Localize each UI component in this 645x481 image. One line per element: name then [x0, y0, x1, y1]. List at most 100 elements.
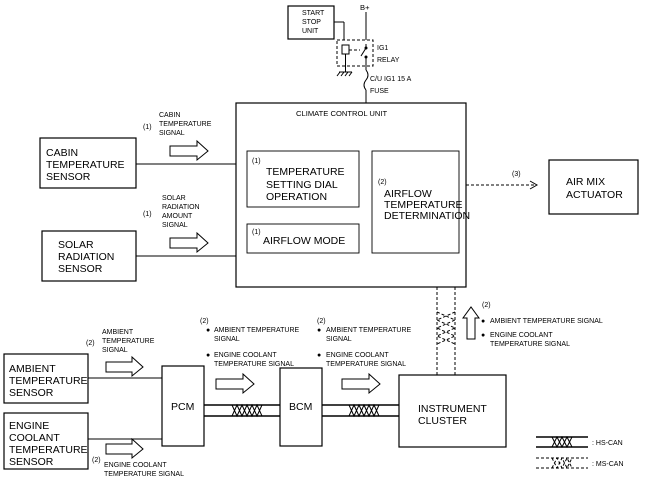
airflow-mode-num: (1): [252, 229, 261, 236]
airflow-mode-label: AIRFLOW MODE: [263, 235, 345, 247]
arrow-head-icon: [529, 180, 539, 190]
ambient-signal-label-2: TEMPERATURE: [102, 338, 155, 345]
pcm-bcm-signal-3: ENGINE COOLANT: [214, 352, 277, 359]
airflow-temp-determination-box: [371, 150, 460, 254]
coolant-sensor-label-1: ENGINE: [9, 420, 49, 432]
cluster-ccu-bullet-1: ●: [481, 318, 485, 325]
pcm-bcm-signal-2: SIGNAL: [214, 336, 240, 343]
cabin-signal-label-2: TEMPERATURE: [159, 121, 212, 128]
temp-setting-dial-num: (1): [252, 158, 261, 165]
cluster-ccu-signal-2: ENGINE COOLANT: [490, 332, 553, 339]
airflow-temp-label-3: DETERMINATION: [384, 210, 470, 222]
solar-sensor-label-2: RADIATION: [58, 251, 114, 263]
fuse-label-2: FUSE: [370, 88, 389, 95]
solar-signal-arrow-icon: [169, 231, 209, 254]
cluster-ccu-signal-1: AMBIENT TEMPERATURE SIGNAL: [490, 318, 603, 325]
solar-signal-label-2: RADIATION: [162, 204, 200, 211]
coolant-sensor-label-3: TEMPERATURE: [9, 444, 88, 456]
air-mix-label-1: AIR MIX: [566, 176, 605, 188]
pcm-bcm-num: (2): [200, 318, 209, 325]
start-stop-unit-label-1: START: [302, 10, 325, 17]
solar-signal-label-4: SIGNAL: [162, 222, 188, 229]
cluster-label-1: INSTRUMENT: [418, 403, 487, 415]
cabin-signal-label-1: CABIN: [159, 112, 180, 119]
cluster-label-2: CLUSTER: [418, 415, 467, 427]
solar-signal-label-3: AMOUNT: [162, 213, 193, 220]
cluster-ccu-bullet-2: ●: [481, 332, 485, 339]
fuse-label-1: C/U IG1 15 A: [370, 76, 412, 83]
ms-can-legend-icon: [551, 456, 573, 470]
ambient-signal-arrow-icon: [105, 355, 144, 378]
airflow-mode-box: [246, 223, 360, 254]
pcm-bcm-signal-1: AMBIENT TEMPERATURE: [214, 327, 300, 334]
bcm-label: BCM: [289, 401, 312, 413]
temp-setting-dial-label-2: SETTING DIAL: [266, 179, 338, 191]
instrument-cluster-box: [398, 374, 507, 448]
cluster-ccu-signal-3: TEMPERATURE SIGNAL: [490, 341, 570, 348]
cabin-temp-sensor-box: [39, 137, 137, 189]
pcm-bcm-bullet-2: ●: [206, 352, 210, 359]
pcm-bcm-arrow-icon: [215, 372, 255, 395]
solar-signal-num: (1): [143, 211, 152, 218]
ms-can-twist-icon: [435, 311, 457, 345]
ig1-relay-box: [336, 39, 374, 67]
coolant-signal-num: (2): [92, 457, 101, 464]
solar-signal-label-1: SOLAR: [162, 195, 186, 202]
temp-setting-dial-box: [246, 150, 360, 208]
temp-setting-dial-label-1: TEMPERATURE: [266, 166, 345, 178]
coolant-signal-label-1: ENGINE COOLANT: [104, 462, 167, 469]
ambient-sensor-label-2: TEMPERATURE: [9, 375, 88, 387]
coolant-signal-arrow-icon: [105, 437, 144, 460]
air-mix-num: (3): [512, 171, 521, 178]
air-mix-label-2: ACTUATOR: [566, 189, 623, 201]
cabin-sensor-label-2: TEMPERATURE: [46, 159, 125, 171]
start-stop-unit-label-2: STOP: [302, 19, 321, 26]
cabin-signal-arrow-icon: [169, 139, 209, 162]
ambient-signal-num: (2): [86, 340, 95, 347]
ig1-relay-label-1: IG1: [377, 45, 388, 52]
bcm-cluster-signal-2: SIGNAL: [326, 336, 352, 343]
airflow-temp-label-1: AIRFLOW: [384, 188, 432, 200]
legend-ms-can-label: : MS-CAN: [592, 461, 624, 468]
bcm-cluster-bullet-1: ●: [317, 327, 321, 334]
pcm-bcm-signal-4: TEMPERATURE SIGNAL: [214, 361, 294, 368]
ambient-sensor-label-1: AMBIENT: [9, 363, 56, 375]
cabin-signal-label-3: SIGNAL: [159, 130, 185, 137]
coolant-sensor-label-2: COOLANT: [9, 432, 60, 444]
ambient-signal-label-1: AMBIENT: [102, 329, 134, 336]
airflow-temp-num: (2): [378, 179, 387, 186]
pcm-label: PCM: [171, 401, 194, 413]
b-plus-label: B+: [360, 3, 370, 12]
start-stop-unit-label-3: UNIT: [302, 28, 319, 35]
cabin-sensor-label-3: SENSOR: [46, 171, 91, 183]
bcm-cluster-arrow-icon: [341, 372, 381, 395]
engine-coolant-temp-sensor-box: [3, 412, 89, 470]
temp-setting-dial-label-3: OPERATION: [266, 191, 327, 203]
air-mix-actuator-box: [548, 159, 639, 215]
relay-coil-icon: [341, 44, 350, 55]
coolant-sensor-label-4: SENSOR: [9, 456, 54, 468]
cluster-ccu-num: (2): [482, 302, 491, 309]
bcm-cluster-bullet-2: ●: [317, 352, 321, 359]
relay-switch-icon: [360, 47, 367, 57]
climate-control-unit-title: CLIMATE CONTROL UNIT: [296, 109, 387, 118]
bcm-cluster-signal-1: AMBIENT TEMPERATURE: [326, 327, 412, 334]
pcm-box: [161, 365, 205, 447]
solar-sensor-label-3: SENSOR: [58, 263, 103, 275]
ambient-temp-sensor-box: [3, 353, 89, 404]
fuse-icon: [363, 69, 369, 91]
pcm-bcm-bullet-1: ●: [206, 327, 210, 334]
bcm-cluster-signal-4: TEMPERATURE SIGNAL: [326, 361, 406, 368]
bcm-box: [279, 367, 323, 447]
legend-hs-can-label: : HS-CAN: [592, 440, 623, 447]
twisted-pair-icon: [231, 403, 263, 418]
start-stop-unit-box: [287, 5, 335, 40]
bcm-cluster-signal-3: ENGINE COOLANT: [326, 352, 389, 359]
bcm-cluster-num: (2): [317, 318, 326, 325]
hs-can-legend-icon: [551, 435, 573, 449]
ambient-signal-label-3: SIGNAL: [102, 347, 128, 354]
cabin-sensor-label-1: CABIN: [46, 147, 78, 159]
ambient-sensor-label-3: SENSOR: [9, 387, 54, 399]
coolant-signal-label-2: TEMPERATURE SIGNAL: [104, 471, 184, 478]
